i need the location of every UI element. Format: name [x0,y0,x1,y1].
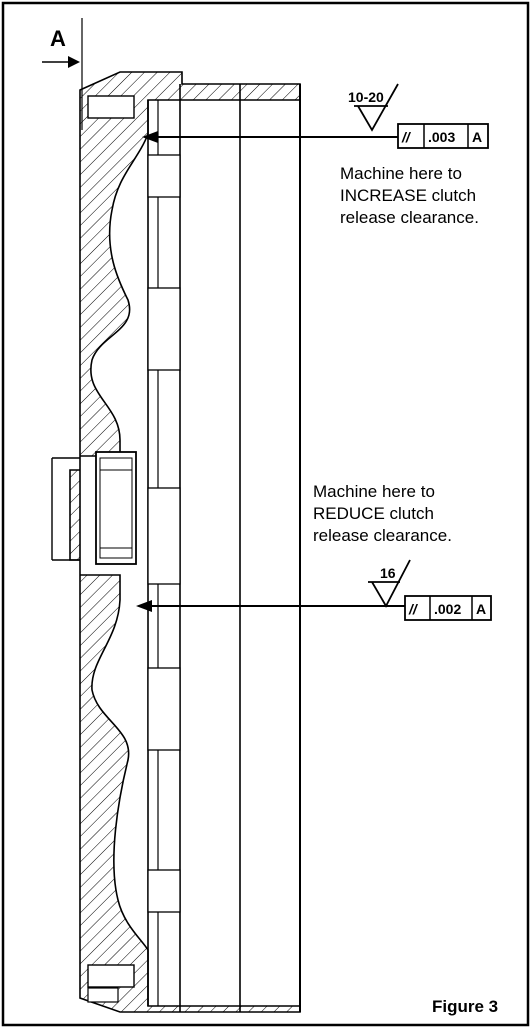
datum-a-arrowhead [68,56,80,68]
spline-slots [147,154,181,913]
lower-note-line-2: REDUCE clutch [313,504,434,523]
lower-thread [87,987,119,1003]
upper-finish-value: 10-20 [348,89,384,105]
upper-note-line-3: release clearance. [340,208,479,227]
figure-label: Figure 3 [432,997,498,1016]
upper-note-line-2: INCREASE clutch [340,186,476,205]
lower-bore [87,964,135,988]
upper-note-line-1: Machine here to [340,164,462,183]
hub-insert-inner [99,457,133,559]
lower-leader-arrowhead [136,600,152,612]
upper-feature-control-frame [397,123,489,149]
lower-parallel-symbol: // [408,601,419,617]
upper-leader-arrowhead [142,131,158,143]
upper-datum-ref: A [472,129,482,145]
upper-bore [87,95,135,119]
hub-insert [95,451,137,565]
upper-finish-symbol [357,83,399,132]
lower-datum-ref: A [476,601,486,617]
hatched-section-profile [69,71,301,1013]
lower-finish-value: 16 [380,565,396,581]
upper-parallel-symbol: // [401,129,412,145]
lower-tolerance: .002 [434,601,461,617]
upper-tolerance: .003 [428,129,455,145]
lower-note-line-3: release clearance. [313,526,452,545]
lower-note-line-1: Machine here to [313,482,435,501]
lower-feature-control-frame [404,595,492,621]
datum-label: A [50,26,66,51]
